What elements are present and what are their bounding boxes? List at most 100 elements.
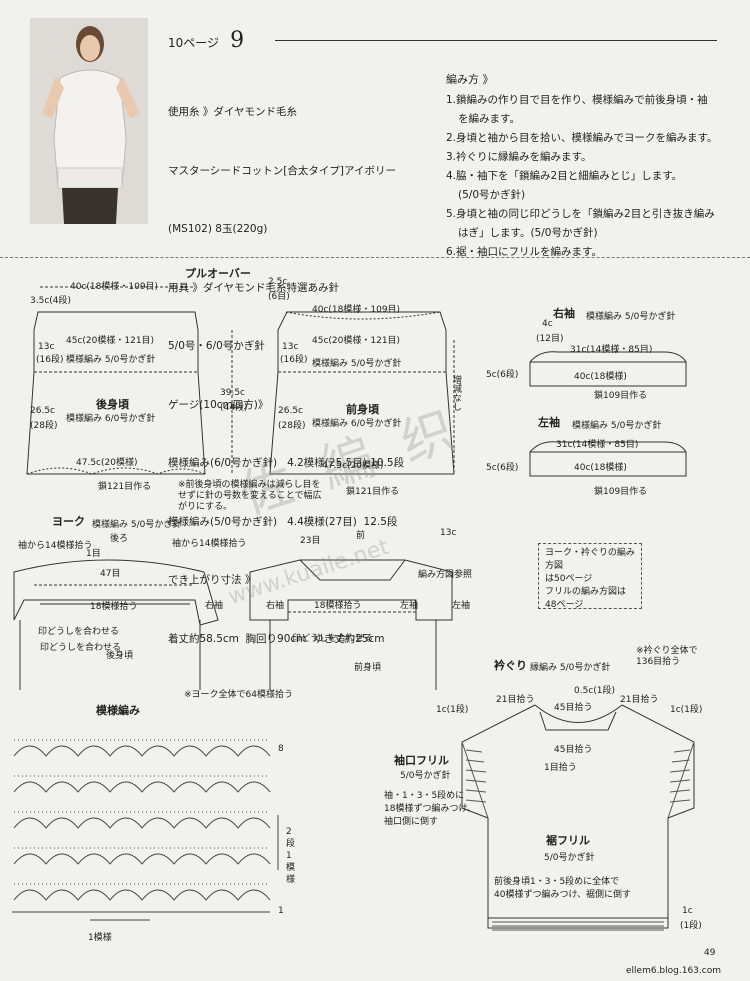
front-upper-h: 13c <box>282 342 299 352</box>
method-step: を編みます。 <box>458 113 520 125</box>
method-step: 6.裾・袖口にフリルを編みます。 <box>446 246 602 258</box>
front-body-diagram <box>269 311 455 475</box>
right-sleeve-dim-rows: (12目) <box>536 334 564 344</box>
method-step: 5.身頃と袖の同じ印どうしを「鎖編み2目と引き抜き編み <box>446 208 715 220</box>
yoke-right-sleeve: 右袖 <box>205 601 224 611</box>
back-upper-rows: (16段) <box>36 355 64 365</box>
yoke-back-body: 後身頃 <box>106 651 134 661</box>
yoke-back-diagram <box>13 559 219 690</box>
yoke-note: ※ヨーク全体で64模様拾う <box>184 690 293 700</box>
neckline-stitch: 縁編み 5/0号かぎ針 <box>530 663 611 673</box>
front-yoke-top: 45c(20模様・121目) <box>312 336 401 346</box>
back-top-width: 40c(18模様・109目) <box>70 282 159 292</box>
total-rows: (44段) <box>220 403 248 413</box>
neckline-pick45: 45目拾う <box>554 703 593 713</box>
yoke-mark2: 印どうしを合わせる <box>40 643 122 653</box>
page-number: 49 <box>704 948 716 958</box>
neckline-total: ※衿ぐり全体で136目拾う <box>636 646 698 667</box>
yoke-front-diagram <box>249 559 453 690</box>
front-dim: 2.5c <box>268 277 288 287</box>
back-upper-h: 13c <box>38 342 55 352</box>
back-lower-h: 26.5c <box>30 406 55 416</box>
materials-line: 5/0号・6/0号かぎ針 <box>168 340 265 352</box>
back-yoke-top: 45c(20模様・121目) <box>66 336 155 346</box>
hem-frill-hook: 5/0号かぎ針 <box>544 853 595 863</box>
front-upper-rows: (16段) <box>280 355 308 365</box>
yoke-front-body: 前身頃 <box>354 663 382 673</box>
neckline-pick21-r: 21目拾う <box>620 695 659 705</box>
hem-frill-shading <box>492 921 664 931</box>
right-sleeve-bottom: 40c(18模様) <box>574 372 627 382</box>
left-sleeve-diagram <box>529 441 687 477</box>
materials-line: 使用糸 》ダイヤモンド毛糸 <box>168 106 298 118</box>
front-top-width: 40c(18模様・109目) <box>312 305 401 315</box>
yoke-right-sleeve2: 右袖 <box>266 601 285 611</box>
pattern-rep: 1模様 <box>88 933 112 943</box>
neckline-sleeve-l: 1c(1段) <box>436 705 469 715</box>
materials-line: (MS102) 8玉(220g) <box>168 223 268 235</box>
right-sleeve-dim: 4c <box>542 319 553 329</box>
materials-line: 模様編み(6/0号かぎ針) 4.2模様(25.5目) 10.5段 <box>168 457 405 469</box>
materials-line: 模様編み(5/0号かぎ針) 4.4模様(27目) 12.5段 <box>168 515 398 528</box>
right-sleeve-name: 右袖 <box>553 307 575 320</box>
method-step: 1.鎖編みの作り目で目を作り、模様編みで前後身頃・袖 <box>446 94 708 106</box>
neckline-top: 0.5c(1段) <box>574 686 616 696</box>
yoke-mark1: 印どうしを合わせる <box>38 627 120 637</box>
back-upper-stitch: 模様編み 5/0号かぎ針 <box>66 355 156 365</box>
yoke-back-label: 後ろ <box>110 534 129 544</box>
blog-url: ellem6.blog.163.com <box>626 966 721 976</box>
header-rule <box>275 40 717 41</box>
sleeve-frill-shading <box>461 741 695 819</box>
method-block: 編み方 》 1.鎖編みの作り目で目を作り、模様編みで前後身頃・袖 を編みます。 … <box>446 70 746 262</box>
pullover-title: プルオーバー <box>185 267 251 280</box>
yoke-mark3: 印どうしを合わせる <box>292 634 374 644</box>
back-body-diagram <box>26 286 206 475</box>
front-upper-stitch: 模様編み 5/0号かぎ針 <box>312 359 402 369</box>
method-heading: 編み方 》 <box>446 73 494 86</box>
finished-garment-diagram <box>461 704 695 929</box>
yoke-left-sleeve: 左袖 <box>400 601 419 611</box>
right-sleeve-stitch: 模様編み 5/0号かぎ針 <box>586 312 676 322</box>
materials-block: 使用糸 》ダイヤモンド毛糸 マスターシードコットン[合太タイプ]アイボリー (M… <box>168 64 438 669</box>
yoke-13: 13c <box>440 528 457 538</box>
yoke-title: ヨーク <box>52 515 85 528</box>
front-body-stitch: 模様編み 6/0号かぎ針 <box>312 419 402 429</box>
back-hem: 47.5c(20模様) <box>76 458 138 468</box>
yoke-front-label: 前 <box>356 531 366 541</box>
left-sleeve-chain: 鎖109目作る <box>594 487 648 497</box>
section-divider <box>0 257 750 258</box>
right-sleeve-height: 5c(6段) <box>486 370 519 380</box>
method-step: 3.衿ぐりに縁編みを編みます。 <box>446 151 592 163</box>
left-sleeve-name: 左袖 <box>538 416 560 429</box>
yoke-left-sleeve2: 左袖 <box>452 601 471 611</box>
pattern-rows-top: 8 <box>278 744 284 754</box>
left-sleeve-stitch: 模様編み 5/0号かぎ針 <box>572 421 662 431</box>
front-lower-h: 26.5c <box>278 406 303 416</box>
yoke-23: 23目 <box>300 536 321 546</box>
pullover-note: ※前後身頃の模様編みは減らし目をせずに針の号数を変えることで幅広がりにする。 <box>178 480 322 512</box>
back-lower-rows: (28段) <box>30 421 58 431</box>
page-ref: 10ページ <box>168 36 220 50</box>
back-body-name: 後身頃 <box>96 398 129 411</box>
front-dim-rows: (6目) <box>268 292 290 302</box>
yoke-one-st: 1目 <box>86 549 101 559</box>
hem-frill-side: 1c <box>682 906 693 916</box>
hem-frill-desc: 前後身頃1・3・5段めに全体で <box>494 877 620 887</box>
front-lower-rows: (28段) <box>278 421 306 431</box>
hem-frill-desc: 40模様ずつ編みつけ、裾側に倒す <box>494 890 632 900</box>
right-sleeve-diagram <box>529 351 687 387</box>
method-step: はぎ」します。(5/0号かぎ針) <box>458 227 598 239</box>
neckline-pick45b: 45目拾う <box>554 745 593 755</box>
pattern-chart <box>12 739 279 921</box>
method-step: (5/0号かぎ針) <box>458 189 526 201</box>
notes-line: は50ページ <box>545 574 593 584</box>
neckline-pick21-l: 21目拾う <box>496 695 535 705</box>
hem-frill-title: 裾フリル <box>546 834 590 847</box>
notes-line: ヨーク・衿ぐりの編み方図 <box>545 548 635 571</box>
yoke-pick18: 18模様拾う <box>90 602 138 612</box>
sleeve-frill-desc: 18模様ずつ編みつけ、 <box>384 804 477 814</box>
left-sleeve-height: 5c(6段) <box>486 463 519 473</box>
pattern-title: 模様編み <box>96 704 140 717</box>
yoke-pick18b: 18模様拾う <box>314 601 362 611</box>
